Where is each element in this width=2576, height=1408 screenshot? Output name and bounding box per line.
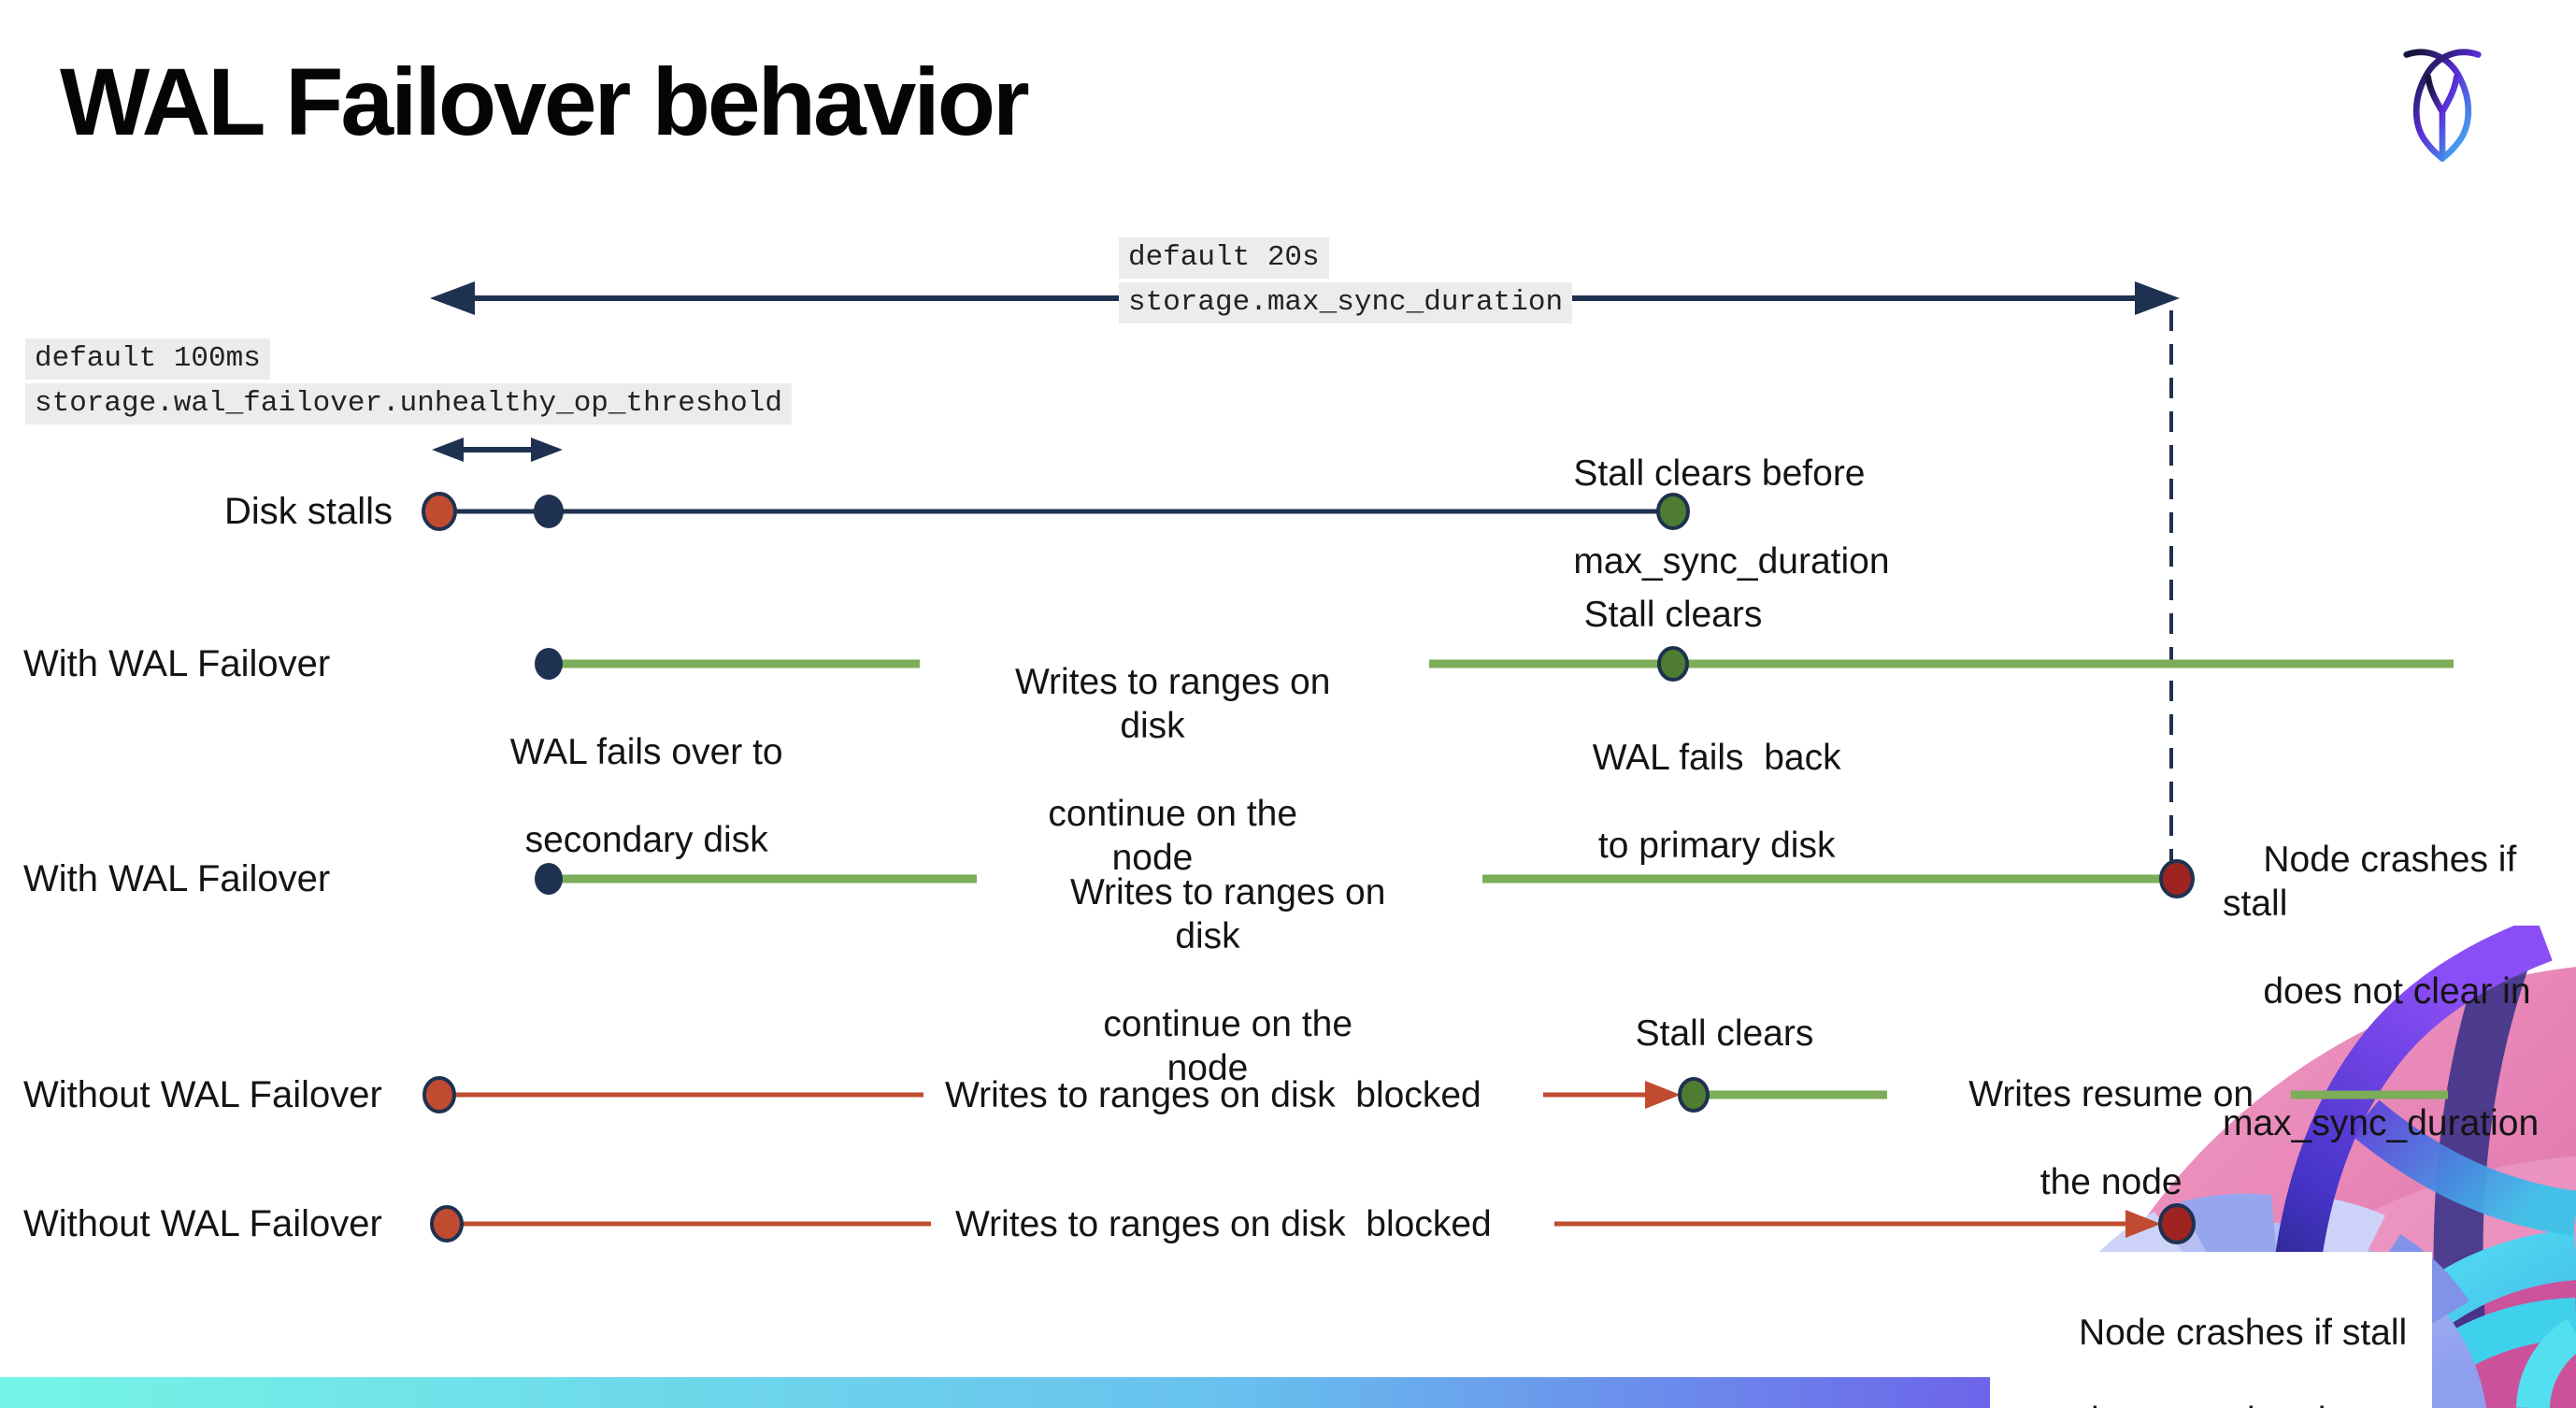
max-sync-arrowhead-left-icon — [430, 281, 475, 315]
artwork-indigo-band — [2433, 939, 2535, 1358]
node-crashes-callout-box: Node crashes if stall does not clear in … — [1990, 1252, 2432, 1408]
writes-continue-label-2: Writes to ranges on disk continue on the… — [1021, 826, 1395, 1134]
disk-stall-start-dot — [430, 1205, 464, 1243]
wal-fails-back-line2: to primary disk — [1597, 826, 1836, 866]
writes-continue-1-line2: continue on the node — [1048, 794, 1308, 878]
node-crashes-with-line1: Node crashes if stall — [2223, 840, 2527, 924]
node-crash-dot — [2158, 1203, 2196, 1244]
node-crashes-without-label: Node crashes if stall does not clear in … — [2018, 1267, 2407, 1408]
timeline-with-wal-failover-2 — [535, 859, 2195, 898]
threshold-reached-dot — [534, 495, 564, 528]
stall-clears-dot — [1657, 646, 1689, 682]
unhealthy-op-threshold-callout: default 100ms storage.wal_failover.unhea… — [25, 338, 792, 424]
blocked-arrowhead-icon — [2125, 1210, 2161, 1238]
node-crashes-with-label: Node crashes if stall does not clear in … — [2223, 794, 2576, 1189]
stall-clears-dot — [1656, 493, 1690, 530]
node-crash-dot — [2159, 859, 2195, 898]
row-label-with-wal-failover-1: With WAL Failover — [23, 643, 331, 684]
wal-fails-back-label: WAL fails back to primary disk — [1510, 692, 1883, 912]
artwork-blue-band — [2350, 1099, 2576, 1236]
blocked-arrowhead-icon — [1645, 1081, 1681, 1109]
disk-stall-start-dot — [422, 1076, 456, 1113]
failover-dot — [535, 863, 563, 895]
node-crashes-with-line2: does not clear in — [2263, 971, 2531, 1012]
writes-resume-label: Writes resume on the node — [1904, 1028, 2278, 1248]
max-sync-setting-name: storage.max_sync_duration — [1119, 282, 1573, 323]
wal-fails-over-label: WAL fails over to secondary disk — [439, 686, 813, 906]
writes-blocked-label-1: Writes to ranges on disk blocked — [945, 1075, 1481, 1115]
stall-clears-before-label: Stall clears before max_sync_duration — [1533, 408, 1890, 627]
stall-clears-dot — [1678, 1077, 1710, 1113]
disk-stall-start-dot — [422, 492, 457, 531]
threshold-default-value: default 100ms — [25, 338, 270, 380]
writes-blocked-label-2: Writes to ranges on disk blocked — [955, 1204, 1492, 1244]
timeline-with-wal-failover-1 — [535, 646, 2454, 682]
node-crashes-with-line3: max_sync_duration — [2223, 1103, 2540, 1143]
stall-clears-label-with: Stall clears — [1583, 595, 1763, 635]
max-sync-arrowhead-right-icon — [2135, 281, 2180, 315]
timeline-without-wal-failover-1 — [422, 1076, 2448, 1113]
threshold-setting-name: storage.wal_failover.unhealthy_op_thresh… — [25, 383, 792, 424]
row-label-with-wal-failover-2: With WAL Failover — [23, 858, 331, 899]
timeline-disk-stalls — [422, 492, 1690, 531]
page-title: WAL Failover behavior — [60, 49, 1030, 155]
threshold-arrowhead-left-icon — [432, 438, 464, 462]
max-sync-duration-callout: default 20s storage.max_sync_duration — [1119, 237, 1573, 323]
writes-resume-line1: Writes resume on — [1968, 1074, 2254, 1114]
node-crashes-without-line2: does not clear in — [2079, 1401, 2346, 1408]
writes-continue-1-line1: Writes to ranges on disk — [1014, 662, 1341, 746]
timeline-without-wal-failover-2 — [430, 1203, 2196, 1244]
max-sync-default-value: default 20s — [1119, 237, 1329, 279]
wal-fails-over-line1: WAL fails over to — [509, 732, 783, 772]
writes-continue-2-line2: continue on the node — [1103, 1004, 1363, 1088]
stall-clears-before-line2: max_sync_duration — [1573, 541, 1890, 582]
writes-continue-label-1: Writes to ranges on disk continue on the… — [966, 616, 1339, 924]
stall-clears-before-line1: Stall clears before — [1573, 453, 1866, 494]
writes-resume-line2: the node — [2039, 1162, 2182, 1202]
unhealthy-op-threshold-arrow — [432, 438, 563, 462]
row-label-without-wal-failover-2: Without WAL Failover — [23, 1203, 382, 1244]
artwork-cyan-arc-3 — [2516, 1318, 2576, 1408]
stall-clears-label-without: Stall clears — [1635, 1013, 1814, 1054]
writes-continue-2-line1: Writes to ranges on disk — [1069, 872, 1396, 956]
failover-dot — [535, 648, 563, 680]
row-label-without-wal-failover-1: Without WAL Failover — [23, 1074, 382, 1115]
node-crashes-without-line1: Node crashes if stall — [2079, 1313, 2408, 1353]
wal-fails-over-line2: secondary disk — [524, 820, 768, 860]
threshold-arrowhead-right-icon — [531, 438, 563, 462]
wal-fails-back-line1: WAL fails back — [1592, 738, 1841, 778]
row-label-disk-stalls: Disk stalls — [223, 491, 393, 532]
cockroachdb-logo-icon — [2403, 49, 2482, 162]
